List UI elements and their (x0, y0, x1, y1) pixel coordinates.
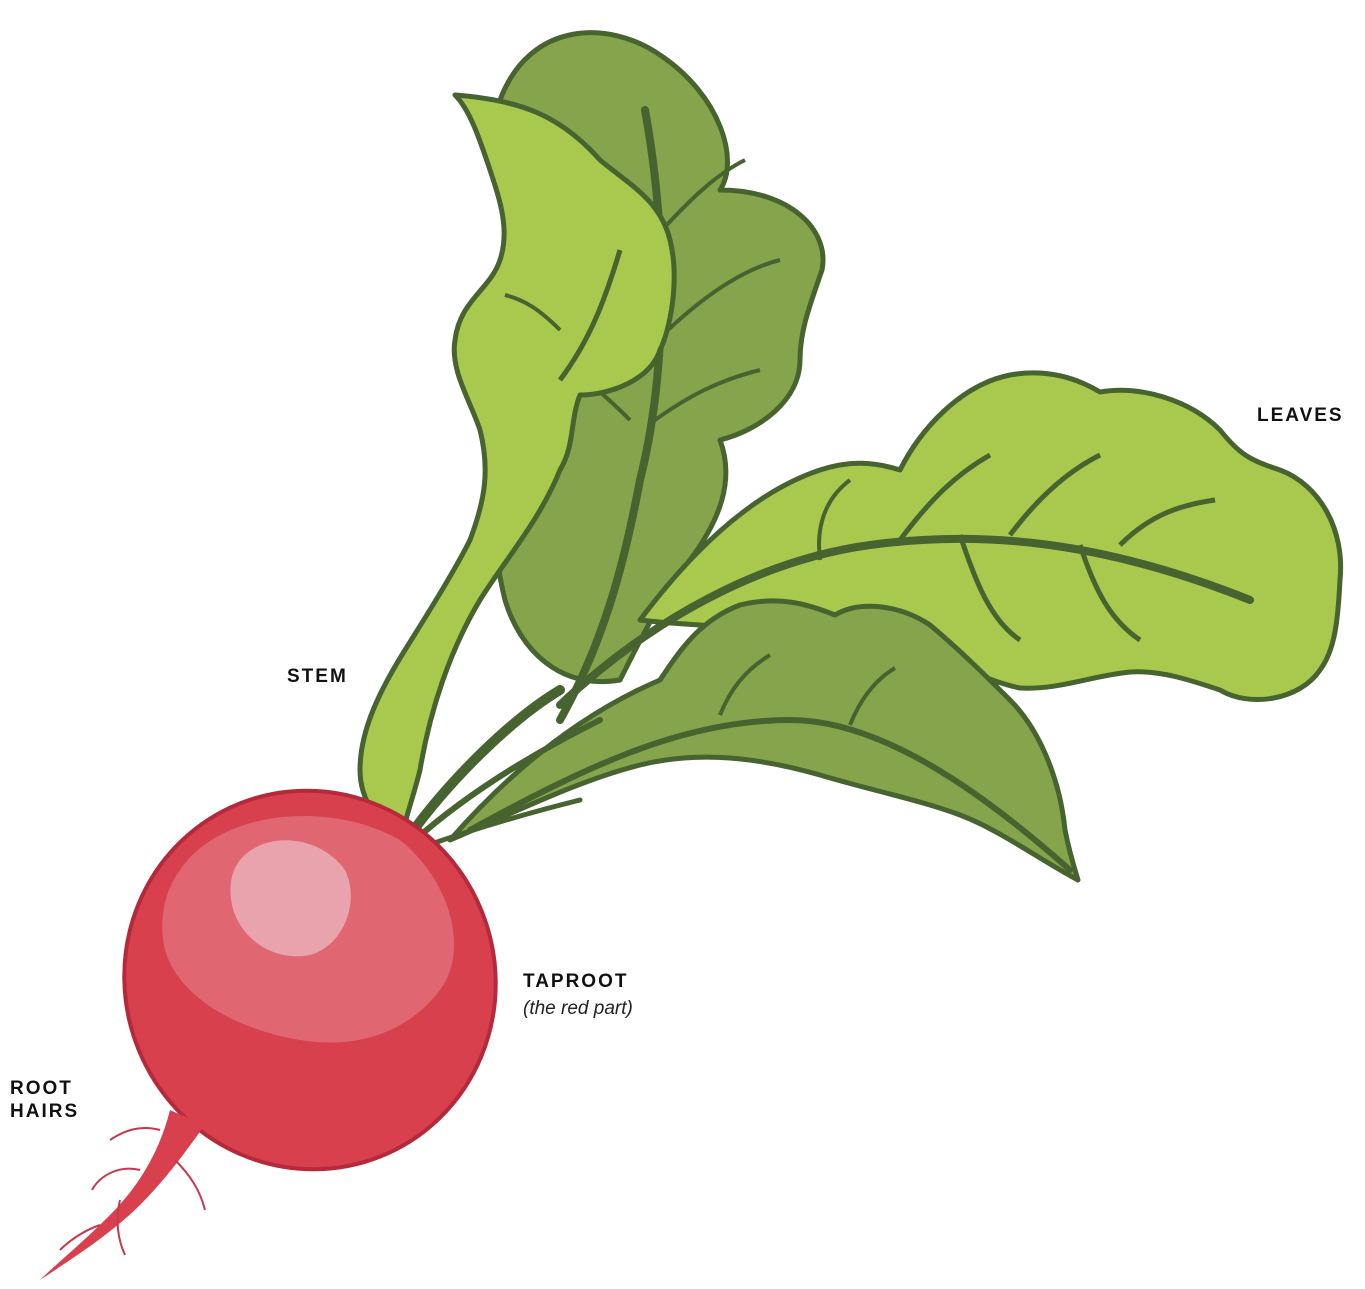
label-stem: STEM (287, 665, 348, 688)
label-root-hairs-line2: HAIRS (10, 1100, 79, 1123)
tail-root (40, 1110, 205, 1280)
label-taproot-note: (the red part) (523, 998, 633, 1020)
label-leaves: LEAVES (1257, 404, 1344, 427)
label-taproot: TAPROOT (523, 970, 628, 993)
label-root-hairs-line1: ROOT (10, 1077, 79, 1100)
label-root-hairs: ROOT HAIRS (10, 1077, 79, 1123)
